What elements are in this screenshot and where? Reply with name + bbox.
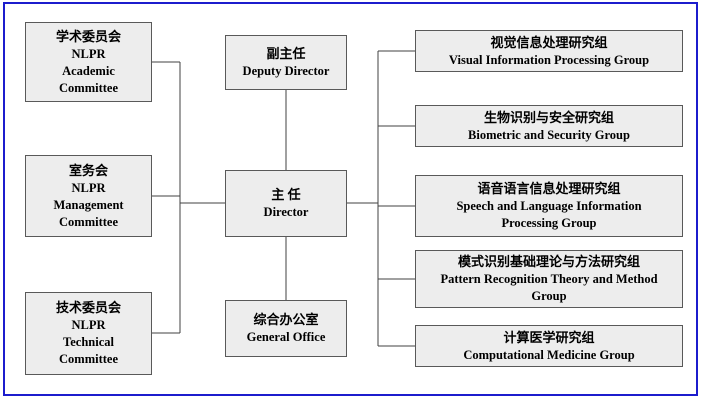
box-academic-line-3: Committee: [59, 80, 118, 95]
box-speech-line-1: Speech and Language Information: [456, 199, 642, 213]
box-pattern-line-1: Pattern Recognition Theory and Method: [440, 272, 658, 286]
box-pattern-group: 模式识别基础理论与方法研究组 Pattern Recognition Theor…: [415, 250, 683, 308]
box-deputy-director: 副主任 Deputy Director: [225, 35, 347, 90]
box-director-title-zh: 主 任: [271, 187, 301, 202]
box-management-line-3: Committee: [59, 214, 118, 229]
box-management-line-1: NLPR: [71, 180, 106, 195]
box-management-line-2: Management: [53, 197, 124, 212]
box-academic-line-2: Academic: [62, 63, 115, 78]
box-pattern-line-2: Group: [531, 289, 567, 303]
box-technical-line-3: Committee: [59, 352, 118, 366]
box-office-title-en: General Office: [246, 330, 326, 344]
box-technical-committee: 技术委员会 NLPR Technical Committee: [25, 292, 152, 375]
box-technical-line-1: NLPR: [71, 318, 106, 332]
box-medicine-title-en: Computational Medicine Group: [463, 347, 635, 362]
box-management-title-zh: 室务会: [68, 162, 108, 178]
box-visual-group: 视觉信息处理研究组 Visual Information Processing …: [415, 30, 683, 72]
box-biometric-title-zh: 生物识别与安全研究组: [483, 109, 614, 125]
box-pattern-title-zh: 模式识别基础理论与方法研究组: [457, 254, 640, 269]
box-technical-title-zh: 技术委员会: [55, 300, 121, 315]
box-visual-title-en: Visual Information Processing Group: [448, 52, 650, 67]
box-visual-title-zh: 视觉信息处理研究组: [490, 34, 608, 50]
box-management-committee: 室务会 NLPR Management Committee: [25, 155, 152, 237]
box-deputy-title-en: Deputy Director: [242, 64, 330, 78]
box-medicine-title-zh: 计算医学研究组: [503, 329, 595, 345]
box-director-title-en: Director: [263, 205, 309, 219]
box-deputy-title-zh: 副主任: [266, 46, 306, 61]
box-biometric-group: 生物识别与安全研究组 Biometric and Security Group: [415, 105, 683, 147]
box-speech-title-zh: 语音语言信息处理研究组: [477, 181, 621, 196]
box-speech-group: 语音语言信息处理研究组 Speech and Language Informat…: [415, 175, 683, 237]
box-medicine-group: 计算医学研究组 Computational Medicine Group: [415, 325, 683, 367]
box-speech-line-2: Processing Group: [501, 216, 597, 230]
box-office-title-zh: 综合办公室: [253, 312, 319, 327]
box-biometric-title-en: Biometric and Security Group: [468, 127, 630, 142]
box-general-office: 综合办公室 General Office: [225, 300, 347, 357]
box-academic-line-1: NLPR: [71, 46, 106, 61]
box-technical-line-2: Technical: [63, 335, 114, 349]
box-academic-title-zh: 学术委员会: [55, 28, 121, 44]
box-director: 主 任 Director: [225, 170, 347, 237]
box-academic-committee: 学术委员会 NLPR Academic Committee: [25, 22, 152, 102]
